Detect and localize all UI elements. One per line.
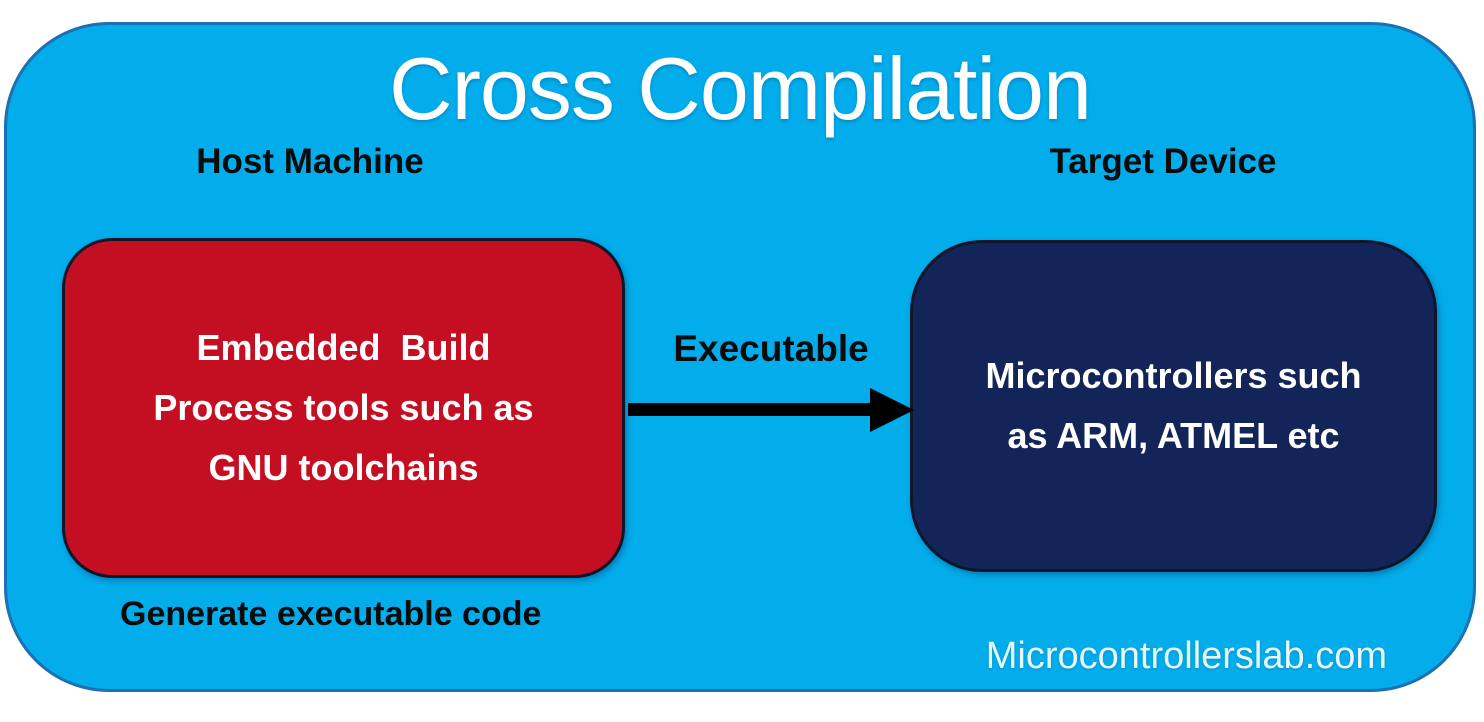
target-device-box: Microcontrollers such as ARM, ATMEL etc	[910, 240, 1437, 572]
target-box-text: Microcontrollers such as ARM, ATMEL etc	[985, 355, 1362, 456]
site-watermark: Microcontrollerslab.com	[985, 635, 1387, 677]
host-machine-label: Host Machine	[196, 142, 424, 181]
diagram-canvas: Cross Compilation Host Machine Target De…	[4, 22, 1476, 692]
generate-executable-caption: Generate executable code	[120, 595, 542, 633]
arrow-head	[870, 388, 914, 432]
executable-label: Executable	[673, 328, 869, 369]
diagram-title: Cross Compilation	[389, 39, 1092, 138]
arrow-shaft	[628, 403, 874, 416]
host-machine-box: Embedded Build Process tools such as GNU…	[62, 238, 625, 578]
target-device-label: Target Device	[1049, 142, 1277, 181]
host-box-text: Embedded Build Process tools such as GNU…	[153, 327, 534, 488]
